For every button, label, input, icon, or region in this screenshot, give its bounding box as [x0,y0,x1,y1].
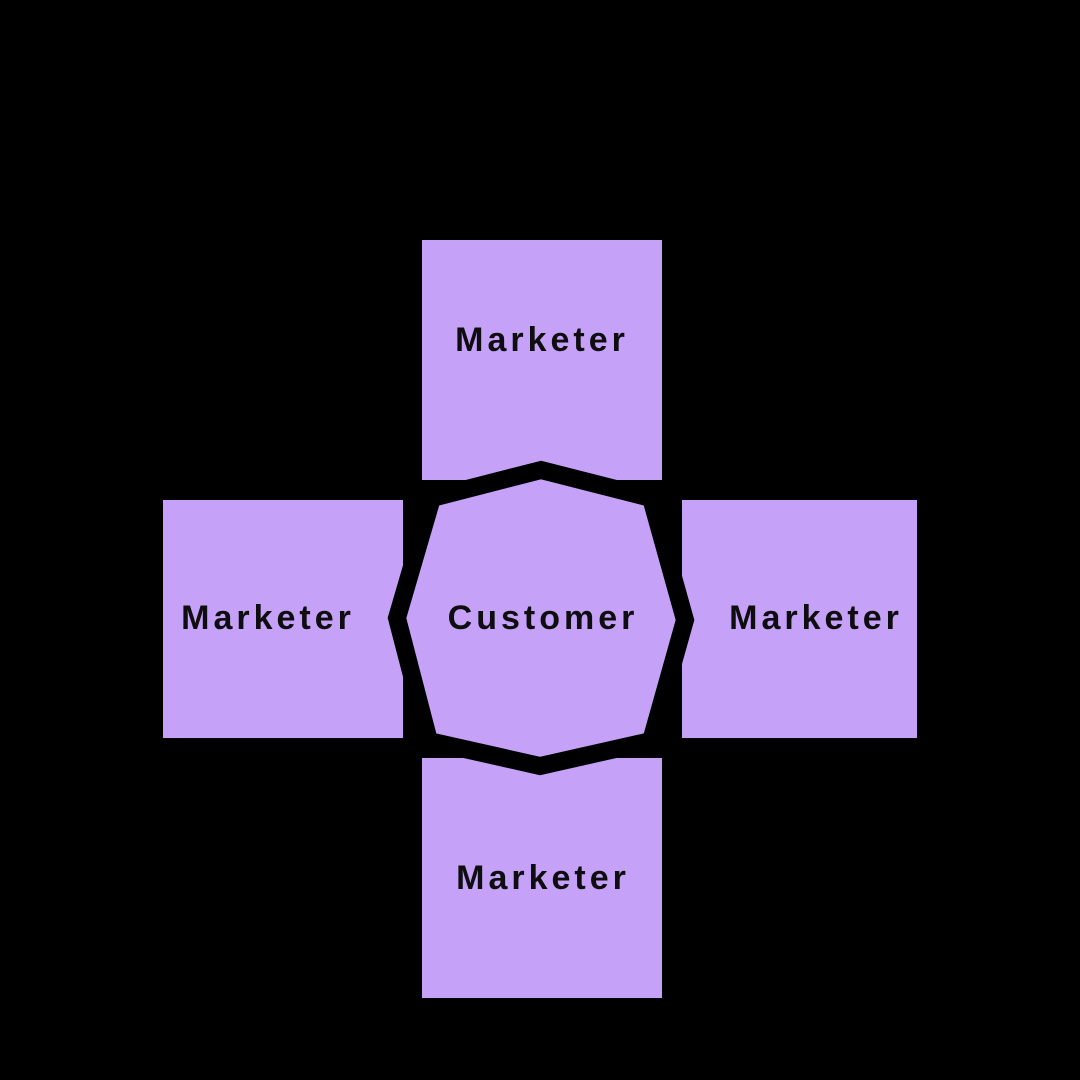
marketer-label-top: Marketer [455,321,629,359]
marketer-box-bottom [422,758,662,998]
marketer-box-left [163,500,403,738]
marketer-label-right: Marketer [729,599,903,637]
marketer-box-right [682,500,917,738]
customer-octagon [387,460,695,776]
marketer-label-left: Marketer [181,599,355,637]
marketer-label-bottom: Marketer [456,859,630,897]
customer-label: Customer [447,599,639,637]
marketer-box-top [422,240,662,480]
